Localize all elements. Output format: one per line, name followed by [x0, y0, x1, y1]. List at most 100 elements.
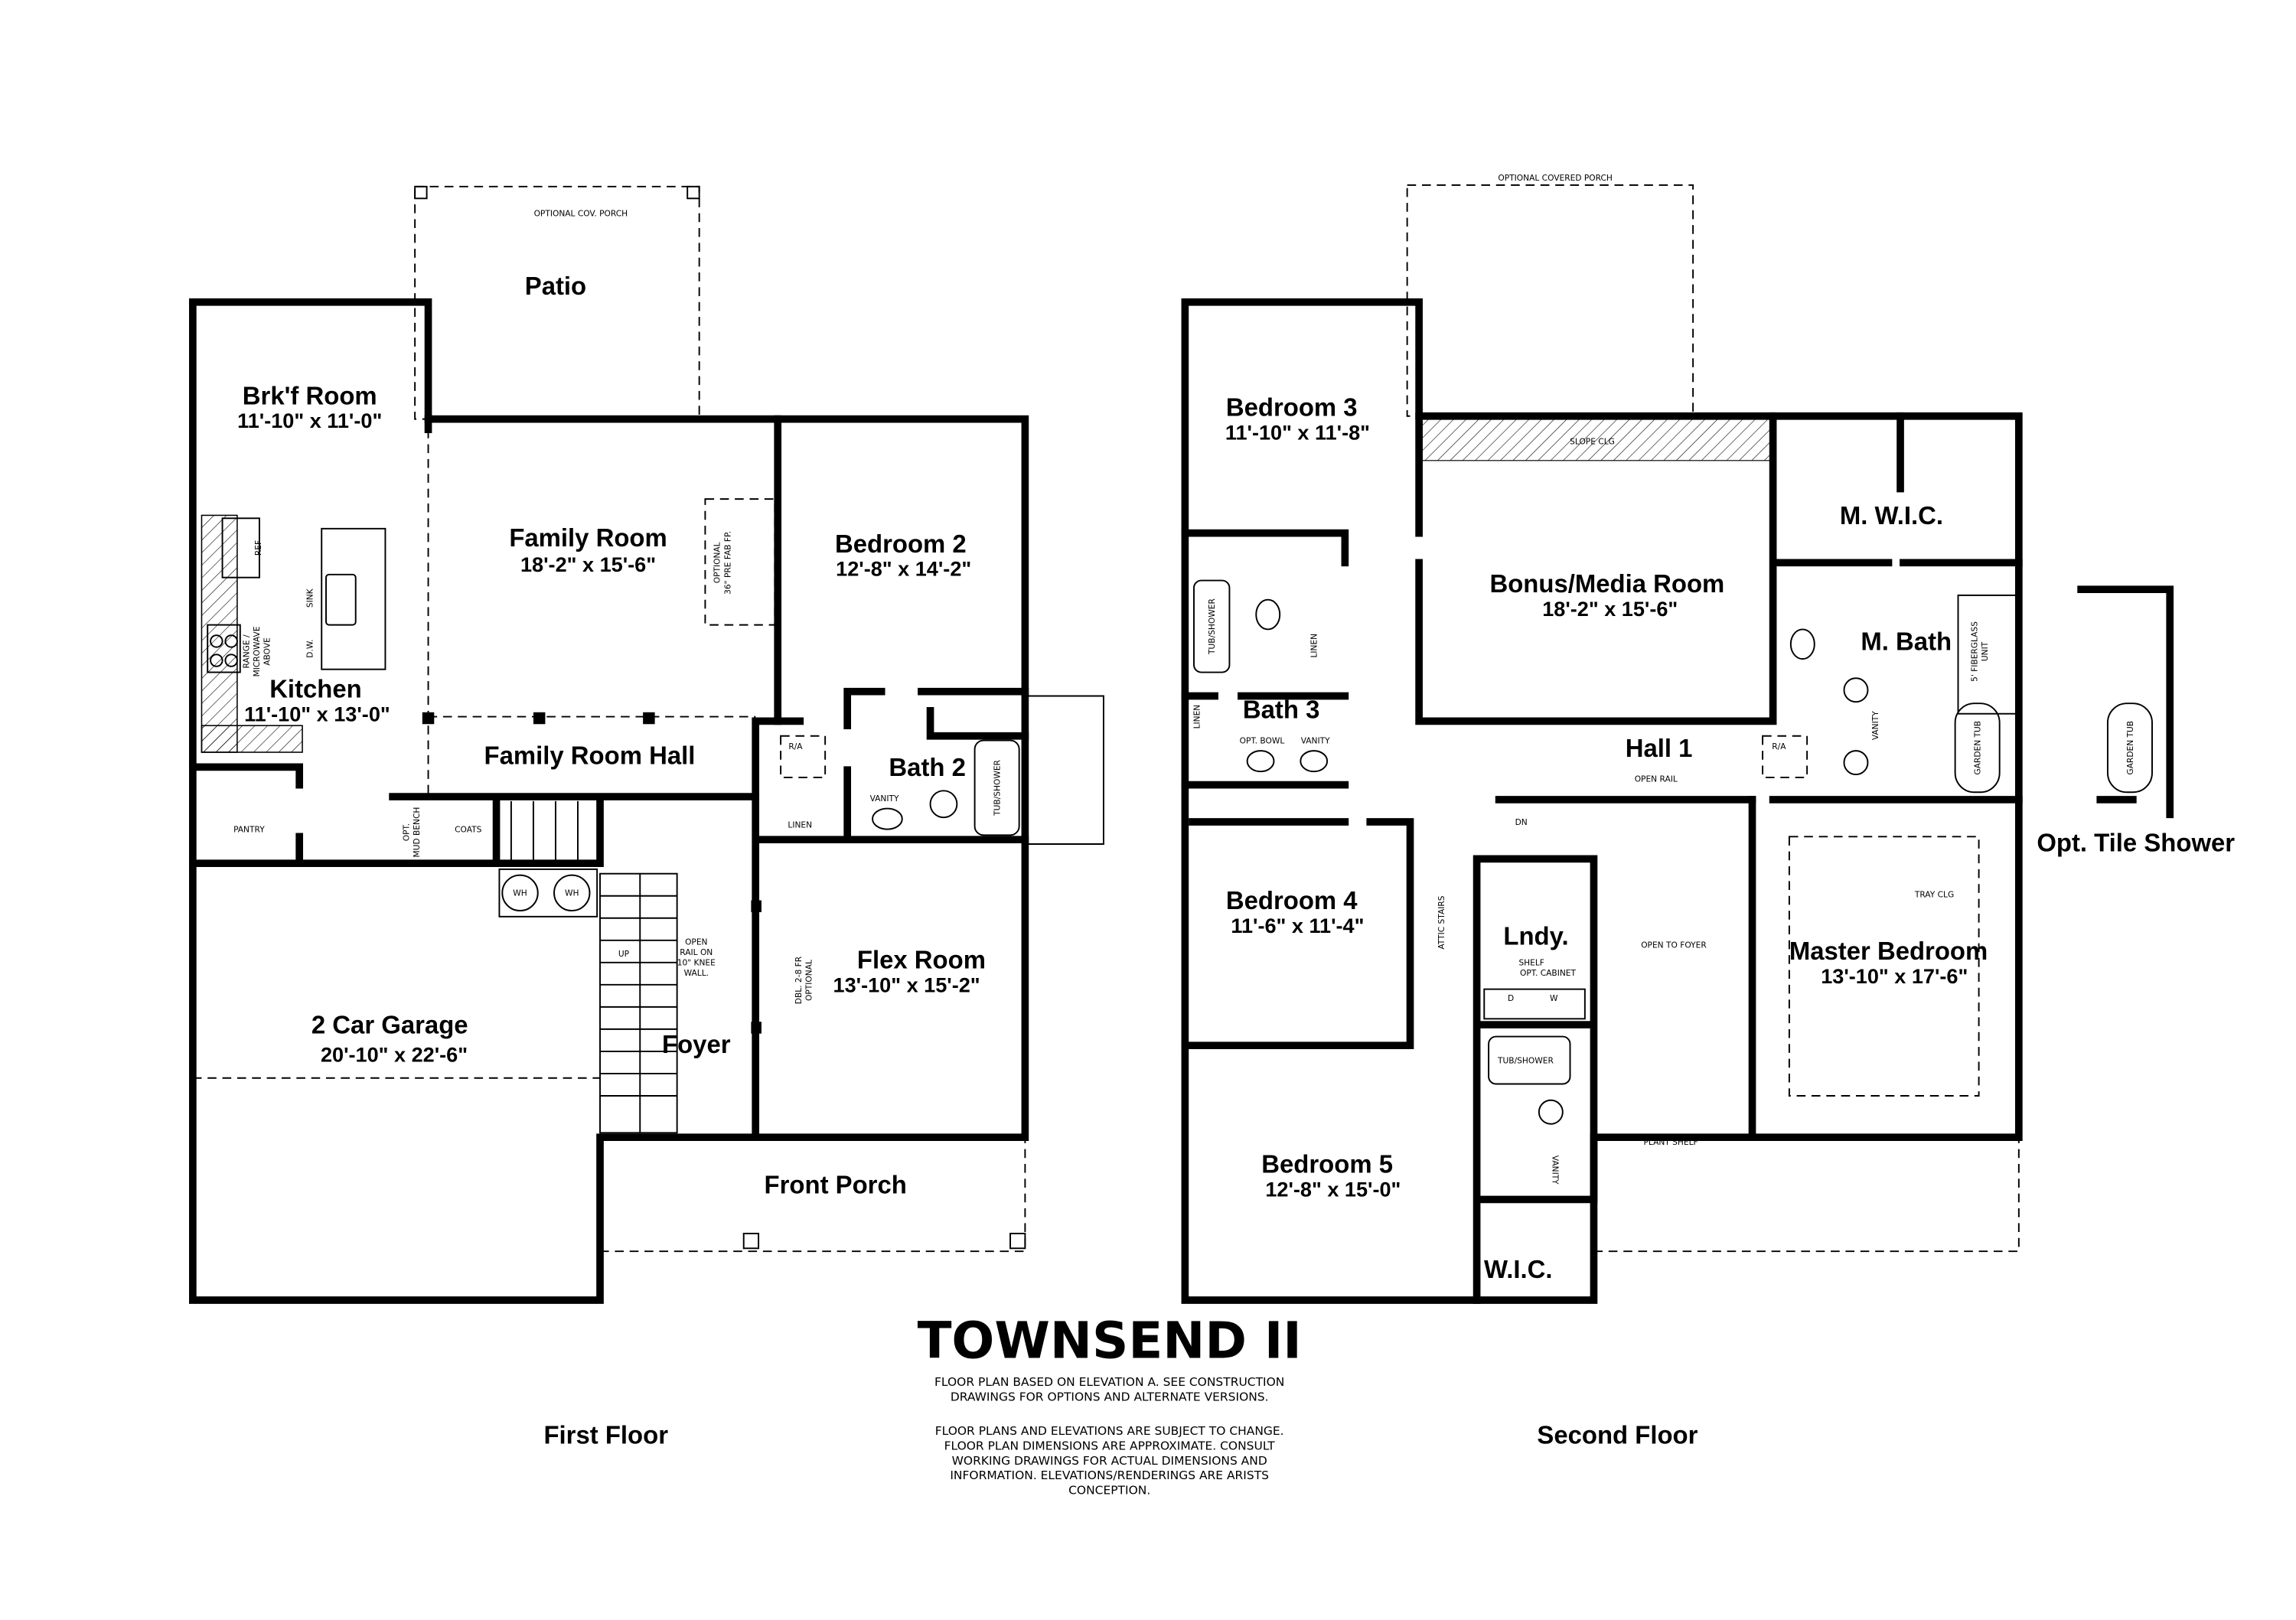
room-front-porch: Front Porch: [765, 1171, 907, 1199]
dims-brkf: 11'-10" x 11'-0": [237, 409, 382, 432]
note-garden-tub-alt: GARDEN TUB: [2125, 721, 2135, 775]
exterior-walls: [189, 298, 1029, 1304]
note-dn: DN: [1515, 817, 1528, 827]
note-above: ABOVE: [262, 637, 272, 666]
garden-tub-alt: [2106, 702, 2153, 794]
note-coats: COATS: [455, 825, 482, 835]
water-heater: [501, 874, 539, 912]
exterior-walls-2: [1181, 298, 2023, 1304]
room-lndy: Lndy.: [1503, 922, 1568, 950]
note-shelf: SHELF: [1518, 958, 1544, 968]
disclaimer-line: CONCEPTION.: [1068, 1484, 1150, 1498]
tray-ceiling: [1788, 836, 1980, 1097]
tub-shower-hall-bath: [1488, 1035, 1571, 1085]
optional-fireplace: [704, 498, 776, 626]
master-toilet: [1789, 628, 1815, 660]
note-rail-3: 10" KNEE: [677, 958, 716, 968]
dims-bonus: 18'-2" x 15'-6": [1542, 597, 1678, 621]
note-fp-size: 36" PRE FAB FP.: [722, 531, 732, 595]
title-block: TOWNSEND II FLOOR PLAN BASED ON ELEVATIO…: [918, 1311, 1302, 1497]
room-garage: 2 Car Garage: [311, 1011, 468, 1039]
room-flex: Flex Room: [857, 946, 986, 974]
note-fiberglass: 5' FIBERGLASS: [1970, 621, 1980, 682]
water-heater: [553, 874, 591, 912]
note-microwave: MICROWAVE: [252, 626, 262, 676]
plan-title: TOWNSEND II: [918, 1311, 1302, 1370]
room-bath-3: Bath 3: [1243, 696, 1319, 724]
note-dbl: DBL. 2-8 FR: [794, 956, 804, 1004]
room-brkf: Brk'f Room: [243, 381, 377, 409]
dims-flex: 13'-10" x 15'-2": [833, 973, 980, 997]
tub-shower: [974, 739, 1020, 836]
toilet-bath-3: [1255, 598, 1281, 631]
first-floor-plan: OPTIONAL COV. PORCH Patio Brk'f Room 11'…: [189, 185, 1104, 1449]
note-tub-3: TUB/SHOWER: [1207, 598, 1217, 655]
note-dbl-optional: OPTIONAL: [804, 960, 814, 1001]
note-plant-shelf: PLANT SHELF: [1644, 1137, 1698, 1147]
note-wh-2: WH: [565, 888, 579, 898]
vanity-sink: [872, 807, 903, 830]
room-master: Master Bedroom: [1789, 937, 1988, 965]
note-linen-3b: LINEN: [1192, 705, 1202, 729]
disclaimer-line: WORKING DRAWINGS FOR ACTUAL DIMENSIONS A…: [952, 1454, 1267, 1468]
note-fiberglass-unit: UNIT: [1980, 641, 1990, 661]
dims-bedroom-3: 11'-10" x 11'-8": [1225, 421, 1370, 445]
note-vanity-m: VANITY: [1870, 711, 1880, 740]
optional-covered-porch: [1406, 184, 1694, 417]
note-attic: ATTIC STAIRS: [1437, 895, 1446, 949]
note-vanity: VANITY: [870, 794, 899, 803]
note-cov-porch: OPTIONAL COV. PORCH: [534, 209, 628, 219]
note-rail-4: WALL.: [684, 968, 709, 978]
first-floor-label: First Floor: [543, 1421, 668, 1449]
note-linen: LINEN: [788, 820, 812, 830]
second-floor-plan: OPTIONAL COVERED PORCH SLOPE CLG Bedroom…: [1181, 173, 2235, 1449]
note-sink: SINK: [305, 588, 315, 608]
note-garden-tub: GARDEN TUB: [1973, 721, 1983, 775]
sink: [325, 573, 357, 626]
dims-bedroom-2: 12'-8" x 14'-2": [836, 557, 971, 581]
room-bedroom-2: Bedroom 2: [835, 530, 967, 558]
disclaimer-line: FLOOR PLAN BASED ON ELEVATION A. SEE CON…: [934, 1375, 1284, 1389]
range: [207, 624, 241, 673]
dims-garage: 20'-10" x 22'-6": [321, 1042, 468, 1066]
refrigerator: [221, 517, 260, 579]
note-mud-opt: OPT.: [401, 823, 411, 841]
disclaimer-line: INFORMATION. ELEVATIONS/RENDERINGS ARE A…: [950, 1468, 1269, 1482]
dims-master: 13'-10" x 17'-6": [1821, 964, 1968, 988]
note-linen-3a: LINEN: [1309, 634, 1319, 658]
dims-family: 18'-2" x 15'-6": [520, 552, 656, 576]
room-bedroom-3: Bedroom 3: [1226, 393, 1358, 422]
note-up: UP: [618, 949, 630, 959]
room-bonus: Bonus/Media Room: [1489, 569, 1724, 598]
room-patio: Patio: [525, 272, 586, 300]
note-washer: W: [1550, 993, 1558, 1003]
front-porch-outline: [600, 1137, 1026, 1253]
note-slope: SLOPE CLG: [1570, 437, 1615, 447]
kitchen-island: [321, 527, 386, 670]
toilet: [929, 790, 958, 819]
note-rail-1: OPEN: [685, 937, 707, 947]
note-tray: TRAY CLG: [1914, 890, 1954, 900]
slope-ceiling-hatch: [1421, 419, 1771, 461]
room-foyer: Foyer: [662, 1030, 731, 1058]
room-bath-2: Bath 2: [889, 753, 965, 781]
tub-shower-bath-3: [1193, 579, 1231, 673]
note-ra-2: R/A: [1772, 742, 1786, 751]
note-rail-2: RAIL ON: [680, 947, 713, 957]
note-ra: R/A: [788, 742, 803, 751]
note-vanity-3: VANITY: [1301, 735, 1330, 745]
note-opt-bowl: OPT. BOWL: [1240, 735, 1285, 745]
note-fp-optional: OPTIONAL: [713, 542, 722, 583]
room-kitchen: Kitchen: [269, 674, 362, 702]
note-mud-bench: MUD BENCH: [412, 807, 422, 858]
note-vanity-hall: VANITY: [1550, 1156, 1560, 1185]
note-dw: D.W.: [305, 639, 315, 657]
room-m-bath: M. Bath: [1861, 627, 1952, 656]
dims-bedroom-4: 11'-6" x 11'-4": [1231, 914, 1364, 937]
note-pantry: PANTRY: [233, 825, 265, 835]
second-floor-label: Second Floor: [1537, 1421, 1698, 1449]
room-bedroom-5: Bedroom 5: [1261, 1150, 1393, 1178]
room-wic: W.I.C.: [1484, 1255, 1553, 1283]
patio-outline: [414, 185, 700, 420]
